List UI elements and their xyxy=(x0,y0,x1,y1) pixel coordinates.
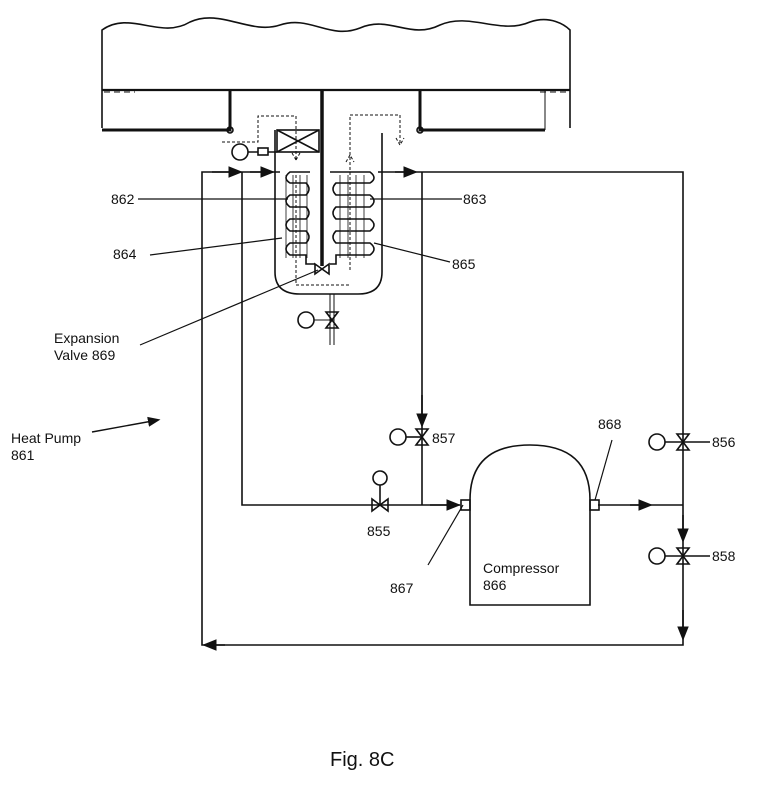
airflow-right xyxy=(295,114,405,286)
right-duct xyxy=(418,90,545,132)
label-864: 864 xyxy=(113,246,137,262)
label-expansion-line1: Expansion xyxy=(54,330,120,346)
heat-pump-pointer-arrow xyxy=(91,416,161,433)
label-862: 862 xyxy=(111,191,135,207)
drain-valve-actuator-icon xyxy=(297,311,315,329)
label-855: 855 xyxy=(367,523,391,539)
leader-lines xyxy=(138,198,613,566)
duct-joint xyxy=(226,126,234,134)
compressor-866 xyxy=(469,444,591,606)
left-duct xyxy=(102,90,232,132)
valve-855-icon xyxy=(371,470,389,513)
pipe-outer-loop xyxy=(201,171,684,646)
duct-joint xyxy=(416,126,424,134)
valve-858-icon xyxy=(648,547,710,565)
label-865: 865 xyxy=(452,256,476,272)
fan-motor-icon xyxy=(231,143,249,161)
fan-icon xyxy=(276,129,320,153)
cloud-outline xyxy=(101,17,571,128)
valve-857-icon xyxy=(389,428,430,446)
label-858: 858 xyxy=(712,548,736,564)
label-heat-pump-line2: 861 xyxy=(11,447,35,463)
label-heat-pump-line1: Heat Pump xyxy=(11,430,82,446)
drain-valve-icon xyxy=(324,311,340,329)
coil-864 xyxy=(285,171,315,265)
label-compressor-line1: Compressor xyxy=(483,560,560,576)
valve-856-icon xyxy=(648,433,710,451)
label-867: 867 xyxy=(390,580,414,596)
label-expansion-line2: Valve 869 xyxy=(54,347,116,363)
label-compressor-line2: 866 xyxy=(483,577,507,593)
coil-865 xyxy=(330,171,375,265)
fan-coupling xyxy=(257,147,269,156)
label-863: 863 xyxy=(463,191,487,207)
figure-caption: Fig. 8C xyxy=(330,749,395,771)
tank xyxy=(274,130,383,295)
label-868: 868 xyxy=(598,416,622,432)
port-868 xyxy=(589,499,600,511)
airflow-left xyxy=(222,115,301,270)
label-856: 856 xyxy=(712,434,736,450)
label-857: 857 xyxy=(432,430,456,446)
port-867 xyxy=(460,499,471,511)
